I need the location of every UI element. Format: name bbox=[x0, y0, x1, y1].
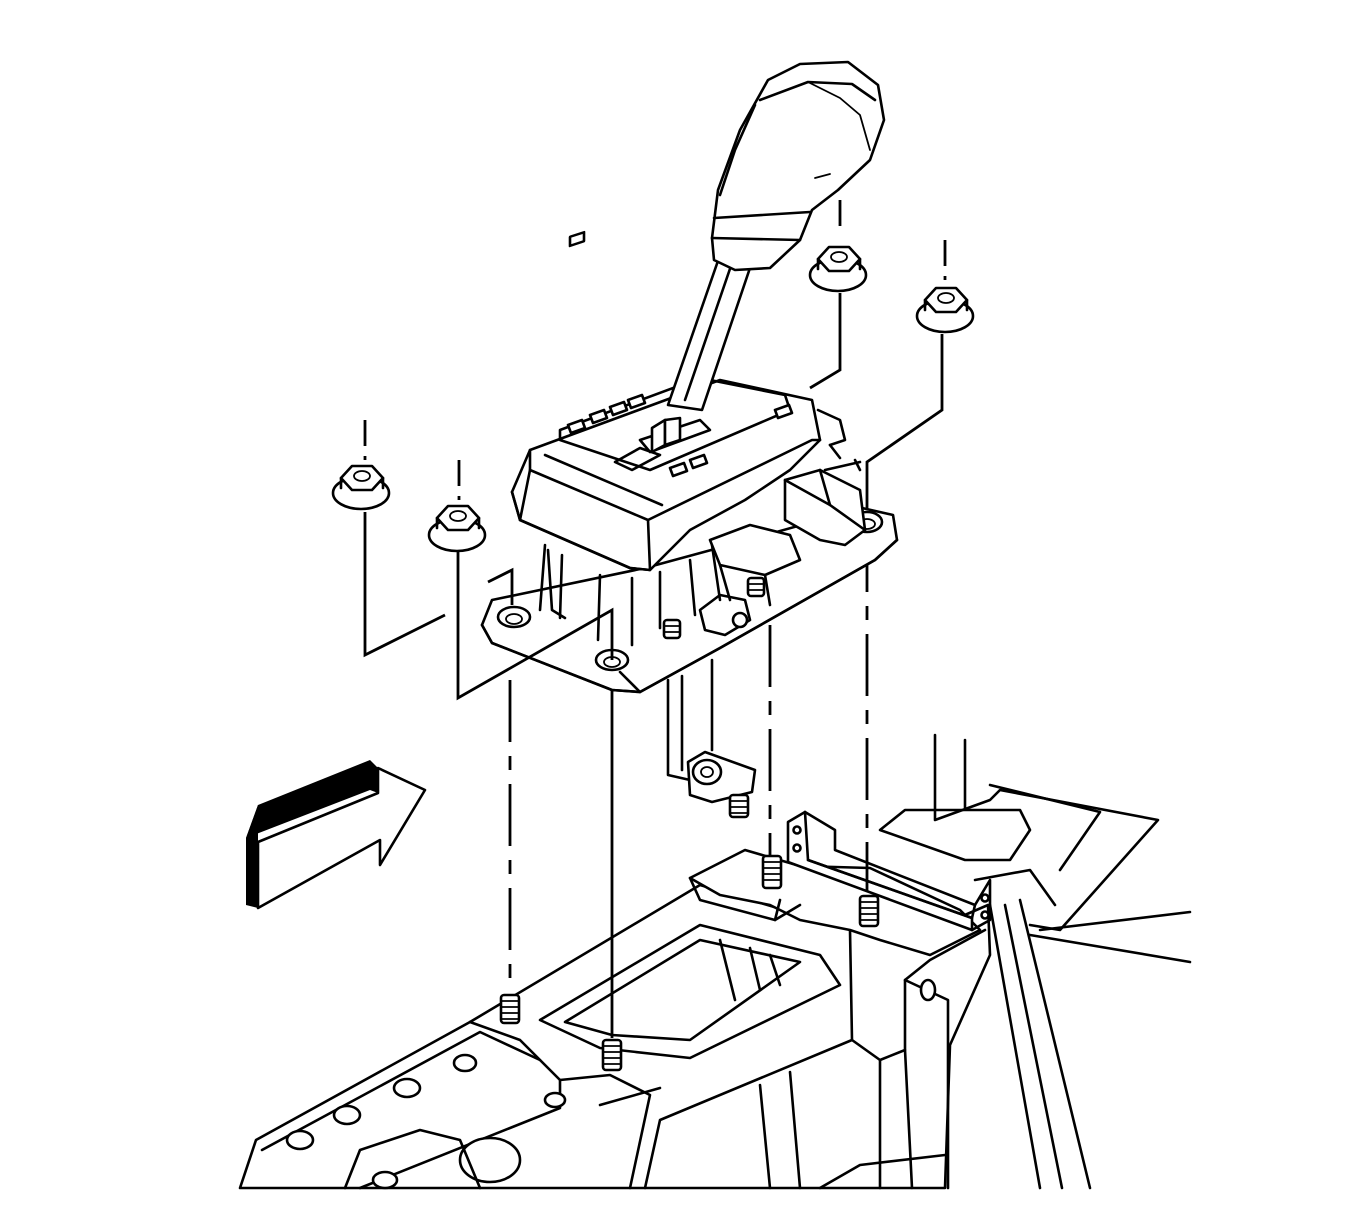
cable-bracket bbox=[666, 658, 757, 819]
shift-knob bbox=[710, 60, 886, 272]
mounting-stud bbox=[499, 993, 521, 1025]
front-direction-arrow bbox=[246, 760, 427, 910]
alignment-lines bbox=[508, 530, 869, 1038]
flange-nut-front-left bbox=[331, 420, 446, 658]
flange-nut-rear-right bbox=[865, 240, 975, 510]
flange-nut-front-center bbox=[427, 460, 614, 701]
mounting-stud bbox=[761, 854, 783, 890]
shifter-housing bbox=[510, 230, 867, 647]
flange-nut-rear-left bbox=[808, 200, 868, 390]
floor-bracket bbox=[786, 810, 992, 932]
mounting-stud bbox=[858, 894, 880, 928]
mounting-stud bbox=[601, 1038, 623, 1072]
